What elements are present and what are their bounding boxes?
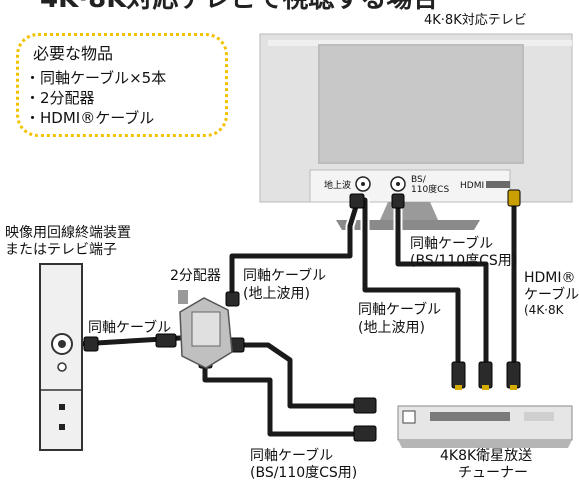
port-label-hdmi: HDMI: [460, 181, 485, 191]
required-items-box: 必要な物品 ・同軸ケーブル×5本 ・2分配器 ・HDMI®ケーブル: [16, 33, 228, 137]
port-label-terrestrial: 地上波: [324, 181, 352, 191]
tuner-label: 4K8K衛星放送: [440, 448, 533, 464]
tv-illustration: [259, 33, 573, 230]
cable-label: HDMI®: [524, 270, 576, 286]
wall-terminal-illustration: [39, 263, 83, 451]
port-label-bs: BS/ 110度CS: [411, 175, 450, 195]
page-title: 4K·8K対応テレビで視聴する場合: [40, 0, 438, 14]
tv-label: 4K·8K対応テレビ: [424, 13, 527, 28]
wall-terminal-label: またはテレビ端子: [5, 242, 117, 258]
required-item: ・同軸ケーブル×5本: [25, 69, 167, 87]
cable-label: (BS/110度CS用): [250, 465, 358, 481]
cable-label: ケーブル: [524, 287, 579, 303]
splitter-illustration: [178, 290, 233, 369]
cable-label: 同軸ケーブル: [250, 448, 334, 464]
cable-label: (BS/110度CS用): [410, 253, 518, 269]
required-item: ・HDMI®ケーブル: [25, 109, 155, 127]
cable-label: (地上波用): [358, 320, 425, 336]
required-items-heading: 必要な物品: [33, 44, 114, 63]
cable-label: (4K·8K: [524, 303, 564, 317]
cable-label: 同軸ケーブル: [410, 236, 494, 252]
cable-label: 同軸ケーブル: [88, 320, 172, 336]
tuner-label: チューナー: [458, 465, 528, 481]
wall-terminal-label: 映像用回線終端装置: [5, 225, 131, 241]
cable-label: 同軸ケーブル: [358, 302, 442, 318]
cable-label: (地上波用): [243, 286, 310, 302]
tv-antenna-ports: [355, 176, 510, 192]
cable-label: 同軸ケーブル: [243, 268, 327, 284]
tuner-illustration: [397, 405, 573, 448]
required-item: ・2分配器: [25, 89, 95, 107]
splitter-label: 2分配器: [170, 268, 221, 284]
